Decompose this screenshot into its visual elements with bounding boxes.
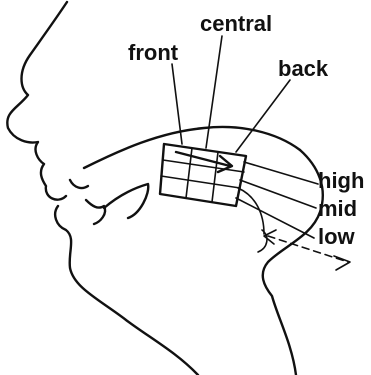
mid-label: mid (318, 196, 357, 221)
vowel-grid (160, 144, 246, 206)
low-leader-line (236, 198, 314, 238)
grid-outline (160, 144, 246, 206)
grid-col-divider-2 (212, 152, 218, 202)
high-leader-line (244, 162, 318, 184)
back-leader-line (236, 80, 290, 152)
central-leader-line (206, 36, 222, 148)
central-label: central (200, 11, 272, 36)
back-label: back (278, 56, 329, 81)
front-label: front (128, 40, 179, 65)
pharynx-wall (263, 150, 323, 375)
teeth (70, 180, 105, 224)
jaw-and-throat (55, 206, 198, 375)
low-label: low (318, 224, 356, 249)
mid-leader-line (240, 180, 316, 208)
tongue-front (104, 184, 148, 218)
grid-row-divider-2 (161, 176, 240, 188)
high-label: high (318, 168, 364, 193)
face-profile (7, 2, 67, 200)
epiglottis (258, 230, 267, 252)
